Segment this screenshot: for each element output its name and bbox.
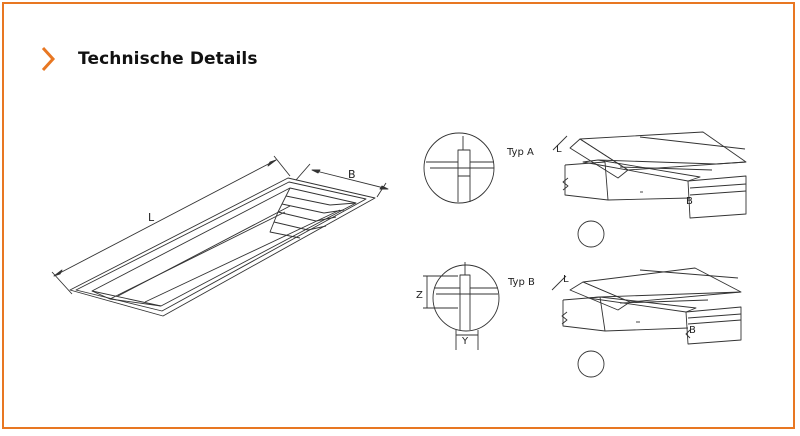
type-a-label: Typ A	[506, 147, 534, 158]
section-header: Technische Details	[40, 46, 258, 72]
type-b-width-label: B	[689, 325, 696, 336]
chevron-right-icon	[41, 46, 56, 72]
type-a-detail: Typ A L B	[423, 131, 747, 248]
page-title: Technische Details	[78, 49, 258, 69]
pool-length-label: L	[148, 211, 155, 224]
type-b-detail: Typ B Z Y L B	[416, 262, 742, 378]
type-a-length-label: L	[556, 144, 562, 155]
content-frame	[2, 2, 795, 429]
type-b-offset-label: Y	[461, 336, 469, 347]
type-b-length-label: L	[563, 274, 569, 285]
type-b-height-label: Z	[416, 290, 423, 301]
type-a-width-label: B	[686, 196, 693, 207]
pool-drawing: L B	[51, 155, 389, 317]
type-b-label: Typ B	[507, 277, 535, 288]
pool-width-label: B	[348, 168, 356, 181]
